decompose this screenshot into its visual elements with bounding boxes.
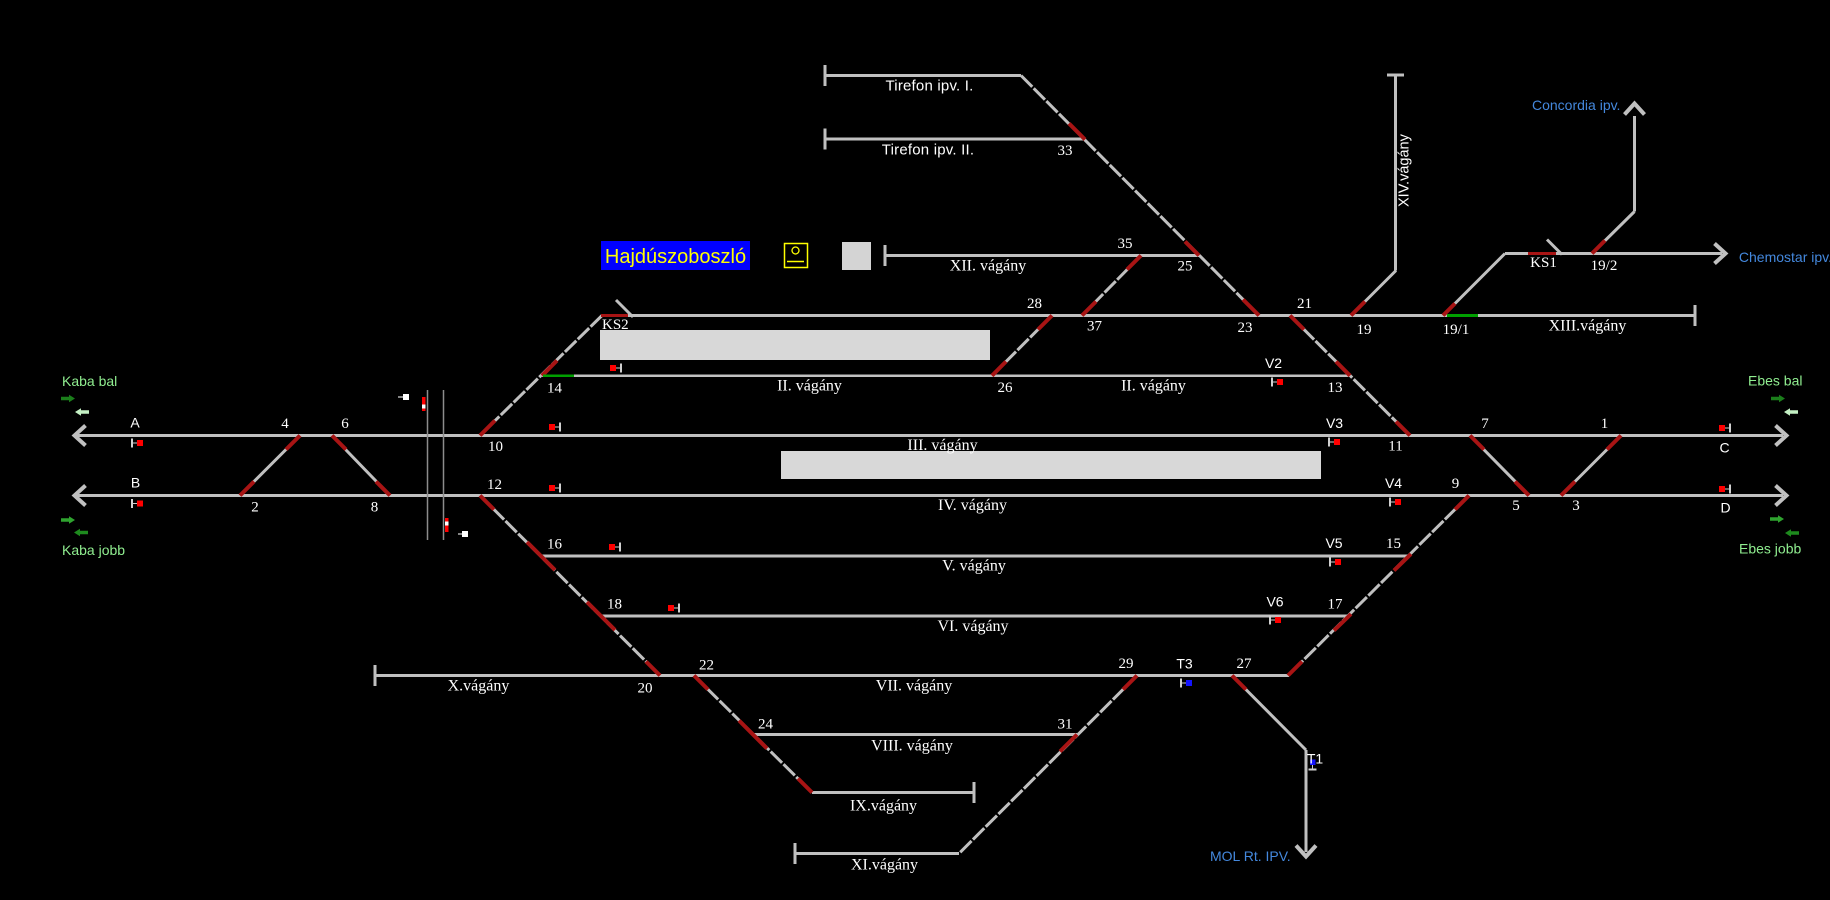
svg-text:22: 22 [699, 658, 714, 674]
svg-text:24: 24 [758, 717, 774, 733]
svg-text:12: 12 [487, 477, 502, 493]
svg-text:7: 7 [1481, 416, 1489, 432]
svg-text:T1: T1 [1307, 751, 1324, 767]
svg-text:27: 27 [1237, 656, 1253, 672]
svg-text:35: 35 [1118, 236, 1133, 252]
svg-text:16: 16 [547, 537, 563, 553]
svg-text:XIII.vágány: XIII.vágány [1549, 318, 1627, 335]
svg-text:IV. vágány: IV. vágány [938, 497, 1007, 514]
svg-text:V4: V4 [1385, 475, 1402, 491]
svg-text:Kaba jobb: Kaba jobb [62, 542, 125, 558]
svg-text:8: 8 [371, 500, 379, 516]
svg-text:18: 18 [607, 597, 622, 613]
svg-text:9: 9 [1452, 476, 1460, 492]
svg-text:XII. vágány: XII. vágány [950, 258, 1026, 275]
svg-text:21: 21 [1297, 296, 1312, 312]
svg-text:Tirefon ipv. II.: Tirefon ipv. II. [882, 142, 974, 159]
svg-text:26: 26 [998, 380, 1014, 396]
svg-text:Tirefon ipv. I.: Tirefon ipv. I. [885, 78, 973, 95]
svg-text:V6: V6 [1266, 594, 1283, 610]
svg-text:33: 33 [1058, 143, 1073, 159]
svg-text:A: A [130, 415, 140, 431]
svg-text:XIV.vágány: XIV.vágány [1397, 133, 1413, 207]
svg-text:XI.vágány: XI.vágány [851, 857, 918, 874]
svg-text:15: 15 [1386, 536, 1401, 552]
svg-text:VI. vágány: VI. vágány [937, 618, 1008, 635]
svg-text:10: 10 [488, 439, 503, 455]
svg-text:14: 14 [547, 381, 563, 397]
svg-text:VII. vágány: VII. vágány [876, 678, 952, 695]
svg-text:X.vágány: X.vágány [448, 678, 510, 695]
svg-text:C: C [1719, 440, 1729, 456]
svg-text:1: 1 [1601, 416, 1609, 432]
svg-text:KS1: KS1 [1530, 255, 1557, 271]
svg-text:II. vágány: II. vágány [777, 378, 842, 395]
svg-text:Hajdúszoboszló: Hajdúszoboszló [605, 246, 746, 268]
svg-text:Ebes bal: Ebes bal [1748, 373, 1802, 389]
svg-text:Chemostar ipv.: Chemostar ipv. [1739, 249, 1830, 265]
svg-text:V5: V5 [1325, 535, 1342, 551]
svg-text:31: 31 [1058, 717, 1073, 733]
svg-text:V. vágány: V. vágány [942, 558, 1006, 575]
svg-text:23: 23 [1238, 320, 1253, 336]
svg-text:19/1: 19/1 [1443, 322, 1470, 338]
svg-text:19/2: 19/2 [1591, 258, 1618, 274]
svg-text:3: 3 [1572, 498, 1580, 514]
svg-text:IX.vágány: IX.vágány [850, 798, 917, 815]
svg-text:V3: V3 [1326, 415, 1343, 431]
svg-text:6: 6 [341, 416, 349, 432]
svg-text:D: D [1720, 500, 1730, 516]
svg-text:28: 28 [1027, 296, 1042, 312]
svg-text:19: 19 [1357, 322, 1372, 338]
svg-text:4: 4 [281, 416, 289, 432]
svg-text:II. vágány: II. vágány [1121, 378, 1186, 395]
svg-text:17: 17 [1328, 597, 1344, 613]
svg-text:37: 37 [1087, 319, 1103, 335]
svg-text:Concordia ipv.: Concordia ipv. [1532, 97, 1620, 113]
svg-text:T3: T3 [1176, 656, 1193, 672]
svg-text:MOL Rt. IPV.: MOL Rt. IPV. [1210, 848, 1291, 864]
svg-text:Ebes jobb: Ebes jobb [1739, 541, 1801, 557]
svg-text:Kaba bal: Kaba bal [62, 373, 117, 389]
svg-text:2: 2 [251, 500, 259, 516]
svg-text:13: 13 [1328, 380, 1343, 396]
svg-text:KS2: KS2 [602, 317, 629, 333]
svg-text:5: 5 [1512, 498, 1520, 514]
svg-text:VIII. vágány: VIII. vágány [871, 738, 953, 755]
svg-text:29: 29 [1119, 656, 1134, 672]
svg-text:B: B [131, 475, 140, 491]
svg-text:11: 11 [1388, 439, 1402, 455]
svg-text:20: 20 [638, 681, 653, 697]
svg-text:III. vágány: III. vágány [907, 437, 977, 454]
svg-text:V2: V2 [1265, 355, 1282, 371]
svg-text:25: 25 [1178, 259, 1193, 275]
